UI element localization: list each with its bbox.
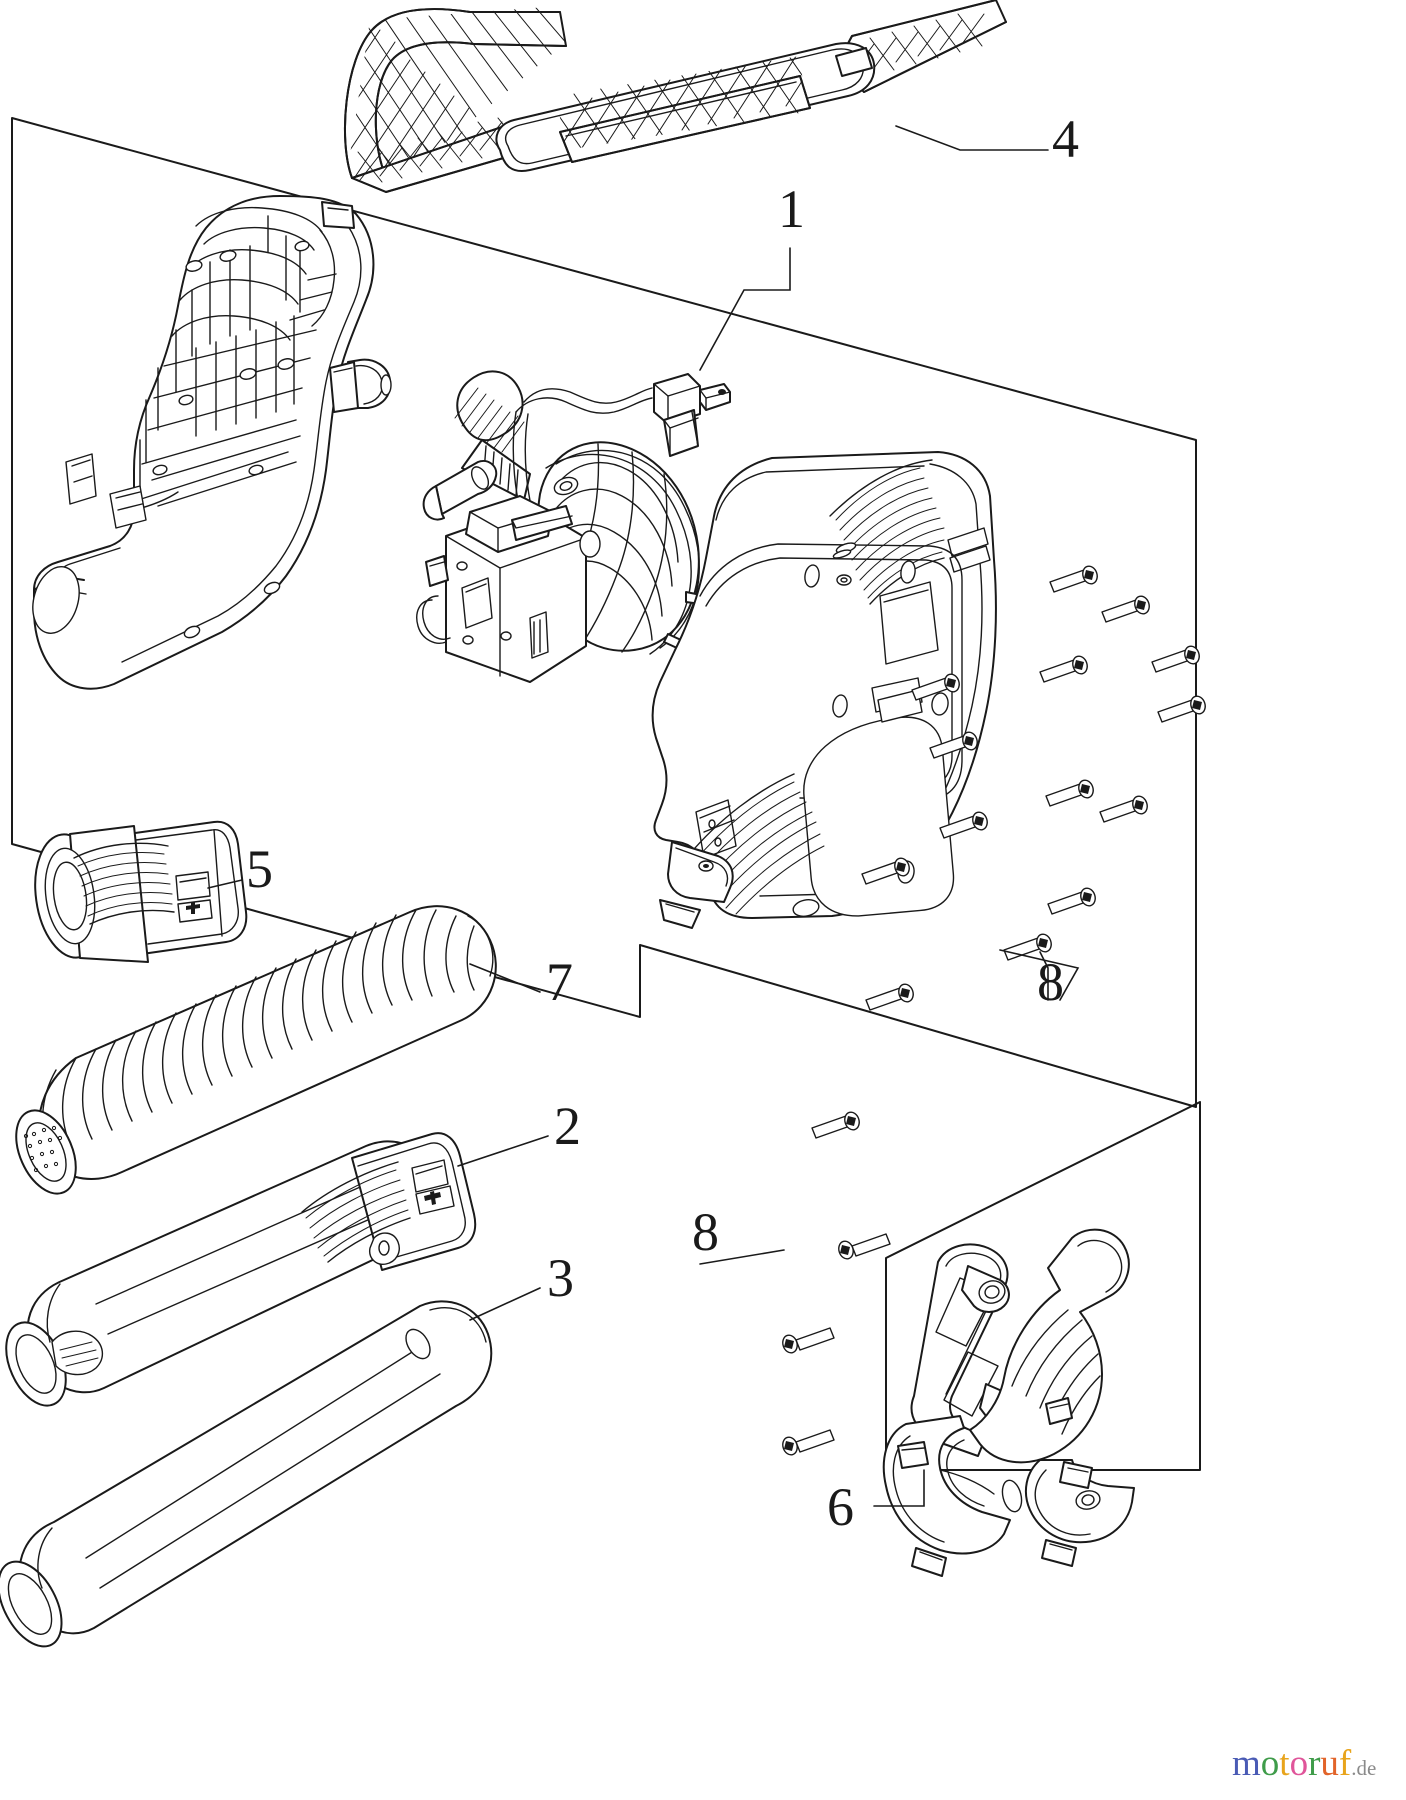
leader-8-inset	[699, 1249, 785, 1265]
callout-5: 5	[246, 839, 273, 899]
part-motor-fan-assembly	[416, 373, 731, 683]
callout-8-inset: 8	[692, 1202, 719, 1262]
part-fan-housing-cover	[651, 451, 997, 929]
logo-letter-f: f	[1338, 1743, 1352, 1784]
logo-letter-m: m	[1232, 1743, 1261, 1784]
callout-3: 3	[547, 1248, 574, 1308]
leader-2	[457, 1135, 549, 1167]
leader-4	[895, 125, 1049, 151]
logo-suffix-de: .de	[1351, 1756, 1377, 1780]
detail-inset-6-outline	[885, 1101, 1201, 1471]
logo-letter-u: u	[1320, 1743, 1339, 1784]
motoruf-logo: motoruf.de	[1232, 1745, 1376, 1782]
leader-6	[873, 1469, 925, 1507]
logo-letter-o2: o	[1289, 1743, 1309, 1784]
part-flex-hose	[15, 905, 497, 1195]
callout-6: 6	[827, 1477, 854, 1537]
part-blower-tube-upper	[5, 1132, 477, 1407]
logo-letter-t: t	[1279, 1743, 1290, 1784]
callout-7: 7	[546, 952, 573, 1012]
part-shoulder-strap	[344, 0, 1007, 193]
part-screws-right	[861, 565, 1206, 1011]
part-blower-tube-lower	[0, 1300, 493, 1648]
part-housing-left-shell	[32, 195, 392, 690]
callout-1: 1	[778, 179, 805, 239]
logo-letter-r: r	[1308, 1743, 1321, 1784]
part-screws-inset	[782, 1111, 891, 1456]
part-switch-trigger	[422, 370, 531, 521]
logo-letter-o1: o	[1260, 1743, 1280, 1784]
callout-2: 2	[554, 1096, 581, 1156]
callout-4: 4	[1052, 109, 1079, 169]
leader-3	[469, 1287, 541, 1321]
leader-8-right	[999, 949, 1080, 1001]
leader-7	[469, 963, 541, 993]
leader-5	[207, 879, 243, 889]
part-bracket-clamp-assembly	[882, 1228, 1135, 1577]
main-panel-outline	[11, 117, 1197, 1108]
callout-8-right: 8	[1037, 952, 1064, 1012]
leader-1	[699, 247, 791, 371]
part-nozzle-collar	[34, 820, 248, 963]
